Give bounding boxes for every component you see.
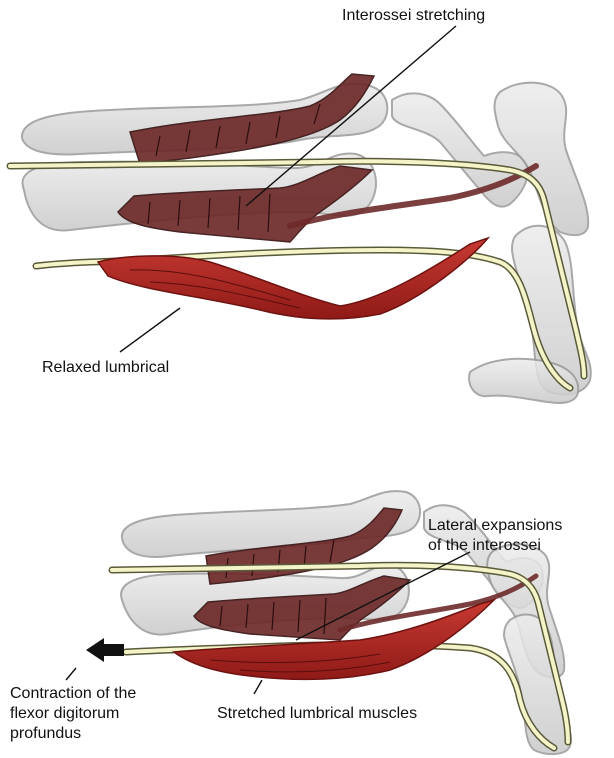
lateral-expansions-label-line1: Lateral expansions	[428, 516, 614, 536]
lateral-expansions-label-line2: of the interossei	[428, 536, 614, 556]
contraction-label: Contraction of the flexor digitorum prof…	[10, 684, 210, 744]
contraction-label-line3: profundus	[10, 724, 210, 744]
interossei-stretching-label: Interossei stretching	[342, 6, 485, 26]
top-finger-illustration	[10, 26, 591, 403]
relaxed-lumbrical-label: Relaxed lumbrical	[42, 358, 169, 378]
contraction-arrow-icon	[86, 638, 124, 662]
top-lumbrical-callout-line	[120, 308, 180, 352]
contraction-label-line2: flexor digitorum	[10, 704, 210, 724]
bottom-contraction-callout-line	[66, 668, 76, 680]
contraction-label-line1: Contraction of the	[10, 684, 210, 704]
stretched-lumbrical-label: Stretched lumbrical muscles	[217, 704, 417, 724]
bottom-stretched-callout-line	[254, 680, 262, 694]
lateral-expansions-label: Lateral expansions of the interossei	[428, 516, 614, 556]
